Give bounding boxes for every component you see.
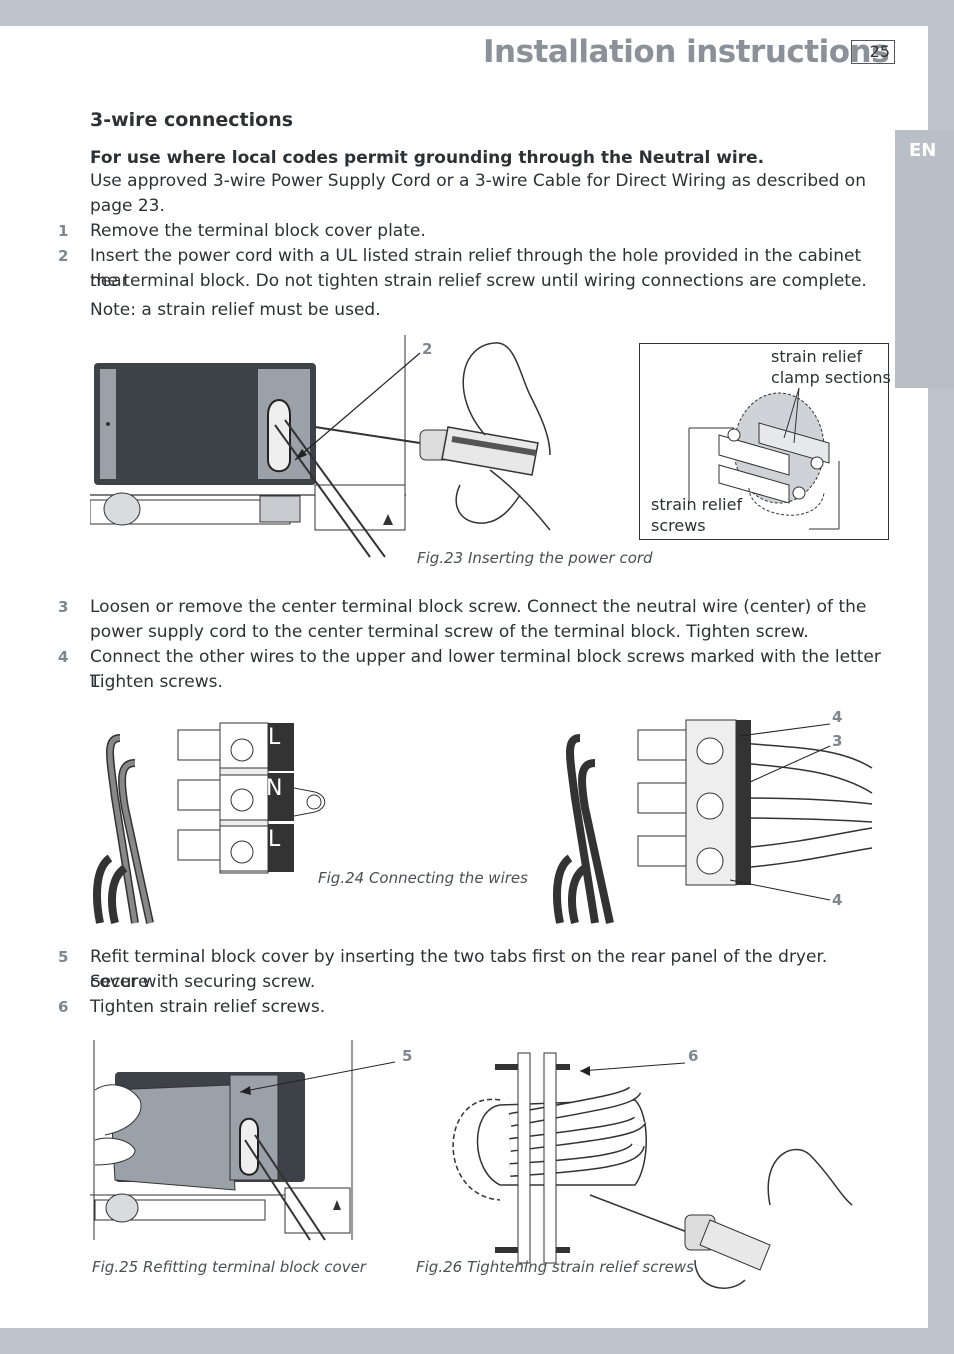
inset-label-screws-1: strain relief bbox=[651, 495, 743, 514]
step-1-text: Remove the terminal block cover plate. bbox=[90, 221, 426, 241]
step-2-number: 2 bbox=[58, 247, 69, 265]
step-4-number: 4 bbox=[58, 648, 69, 666]
fig24-callout-bottom: 4 bbox=[832, 891, 843, 909]
step-3-line-1: Loosen or remove the center terminal blo… bbox=[90, 597, 867, 617]
note-text: Note: a strain relief must be used. bbox=[90, 300, 381, 320]
fig23-caption: Fig.23 Inserting the power cord bbox=[417, 549, 653, 567]
language-tab-label: EN bbox=[909, 140, 937, 161]
fig25-callout: 5 bbox=[402, 1047, 413, 1065]
step-5-line-1: Refit terminal block cover by inserting … bbox=[90, 947, 828, 992]
page-number: 25 bbox=[851, 40, 895, 64]
step-4-line-1: Connect the other wires to the upper and… bbox=[90, 647, 881, 692]
inset-label-clamp-2: clamp sections bbox=[771, 368, 891, 387]
fig26-callout: 6 bbox=[688, 1047, 699, 1065]
step-5-line-2: cover with securing screw. bbox=[90, 972, 316, 992]
intro-bold-part-c: grounding through the Neutral wire. bbox=[407, 148, 765, 168]
fig24-callout-top: 4 bbox=[832, 708, 843, 726]
fig24-caption: Fig.24 Connecting the wires bbox=[318, 869, 528, 887]
inset-label-clamp-1: strain relief bbox=[771, 347, 863, 366]
fig25-illustration bbox=[90, 1040, 396, 1241]
terminal-label-middle: N bbox=[266, 776, 283, 801]
step-5-number: 5 bbox=[58, 948, 69, 966]
intro-bold-part-b: permit bbox=[344, 148, 408, 168]
step-2-line-1: Insert the power cord with a UL listed s… bbox=[90, 246, 862, 291]
intro-bold-part-a: For use where local codes bbox=[90, 148, 345, 168]
step-3-line-2: power supply cord to the center terminal… bbox=[90, 622, 809, 642]
fig24-callout-middle: 3 bbox=[832, 732, 843, 750]
inset-label-screws-2: screws bbox=[651, 516, 706, 535]
fig25-caption: Fig.25 Refitting terminal block cover bbox=[92, 1258, 366, 1276]
terminal-label-top: L bbox=[268, 725, 281, 750]
strain-relief-inset bbox=[639, 343, 889, 540]
terminal-label-bottom: L bbox=[268, 827, 281, 852]
step-3-number: 3 bbox=[58, 598, 69, 616]
page-title: Installation instructions bbox=[483, 34, 890, 70]
fig24-right-illustration bbox=[553, 719, 873, 924]
step-1-number: 1 bbox=[58, 222, 69, 240]
step-6-number: 6 bbox=[58, 998, 69, 1016]
intro-line-1: Use approved 3-wire Power Supply Cord or… bbox=[90, 171, 866, 191]
language-tab[interactable]: EN bbox=[895, 130, 954, 388]
fig26-caption: Fig.26 Tightening strain relief screws bbox=[416, 1258, 694, 1276]
intro-line-2: page 23. bbox=[90, 196, 165, 216]
fig23-callout: 2 bbox=[422, 340, 433, 358]
step-6-text: Tighten strain relief screws. bbox=[90, 997, 326, 1017]
intro-bold-line: For use where local codes permit groundi… bbox=[90, 148, 764, 168]
fig26-illustration bbox=[452, 1052, 853, 1289]
fig23-illustration bbox=[90, 335, 551, 558]
step-2-line-2: the terminal block. Do not tighten strai… bbox=[90, 271, 867, 291]
step-4-line-2: Tighten screws. bbox=[90, 672, 223, 692]
section-title: 3-wire connections bbox=[90, 109, 294, 131]
fig24-left-illustration bbox=[93, 722, 326, 924]
